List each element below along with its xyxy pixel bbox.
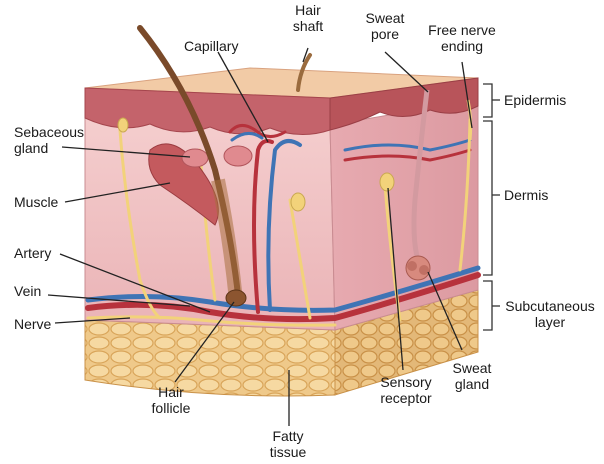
- label-nerve: Nerve: [14, 316, 51, 332]
- label-dermis: Dermis: [504, 187, 548, 203]
- label-sweat-pore-line1: Sweat: [361, 10, 409, 26]
- label-hair-shaft: Hair shaft: [286, 2, 330, 34]
- label-hair-shaft-line2: shaft: [286, 18, 330, 34]
- label-epidermis: Epidermis: [504, 92, 566, 108]
- label-artery: Artery: [14, 245, 51, 261]
- label-capillary: Capillary: [184, 38, 238, 54]
- label-hair-follicle-line1: Hair: [136, 384, 206, 400]
- label-hair-shaft-line1: Hair: [286, 2, 330, 18]
- label-sebaceous-line2: gland: [14, 140, 84, 156]
- epidermis-bracket: [483, 84, 492, 117]
- dermis-bracket: [483, 121, 492, 275]
- label-sweat-gland-line1: Sweat: [444, 360, 500, 376]
- label-sweat-gland-line2: gland: [444, 376, 500, 392]
- label-fatty-line1: Fatty: [258, 428, 318, 444]
- label-free-nerve-ending: Free nerve ending: [418, 22, 506, 54]
- label-sensory-receptor: Sensory receptor: [370, 374, 442, 406]
- layer-brackets: [483, 84, 500, 330]
- label-fatty-line2: tissue: [258, 444, 318, 460]
- label-free-nerve-line1: Free nerve: [418, 22, 506, 38]
- label-subcutaneous-line1: Subcutaneous: [500, 298, 600, 314]
- subcutaneous-bracket: [483, 281, 492, 330]
- label-sebaceous-line1: Sebaceous: [14, 124, 84, 140]
- label-free-nerve-line2: ending: [418, 38, 506, 54]
- label-subcutaneous-layer: Subcutaneous layer: [500, 298, 600, 330]
- label-sweat-pore-line2: pore: [361, 26, 409, 42]
- label-sweat-gland: Sweat gland: [444, 360, 500, 392]
- label-muscle: Muscle: [14, 194, 58, 210]
- label-subcutaneous-line2: layer: [500, 314, 600, 330]
- label-sensory-line2: receptor: [370, 390, 442, 406]
- label-hair-follicle: Hair follicle: [136, 384, 206, 416]
- label-fatty-tissue: Fatty tissue: [258, 428, 318, 460]
- hair-follicle: [226, 290, 246, 306]
- label-vein: Vein: [14, 283, 41, 299]
- label-sensory-line1: Sensory: [370, 374, 442, 390]
- label-sweat-pore: Sweat pore: [361, 10, 409, 42]
- label-sebaceous-gland: Sebaceous gland: [14, 124, 84, 156]
- label-hair-follicle-line2: follicle: [136, 400, 206, 416]
